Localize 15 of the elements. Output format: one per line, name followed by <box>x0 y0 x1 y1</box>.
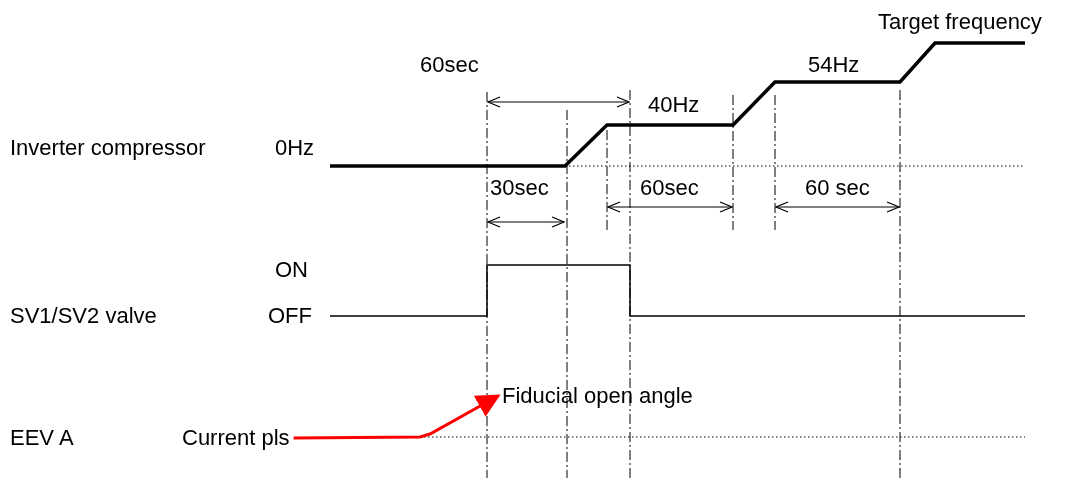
level-label: 0Hz <box>275 135 315 161</box>
signal-name: Inverter compressor <box>10 135 206 161</box>
level-label: ON <box>275 257 308 283</box>
duration-label: 60sec <box>420 52 479 78</box>
duration-label: 60sec <box>640 175 699 201</box>
level-label: Current pls <box>182 425 290 451</box>
level-label: OFF <box>268 303 312 329</box>
frequency-label: 54Hz <box>808 52 860 78</box>
duration-label: 30sec <box>490 175 549 201</box>
signal-name: SV1/SV2 valve <box>10 303 157 329</box>
frequency-label: 40Hz <box>648 92 700 118</box>
duration-label: 60 sec <box>805 175 870 201</box>
signal-name: EEV A <box>10 425 74 451</box>
level-label: Fiducial open angle <box>502 383 693 409</box>
frequency-label: Target frequency <box>878 9 1042 35</box>
